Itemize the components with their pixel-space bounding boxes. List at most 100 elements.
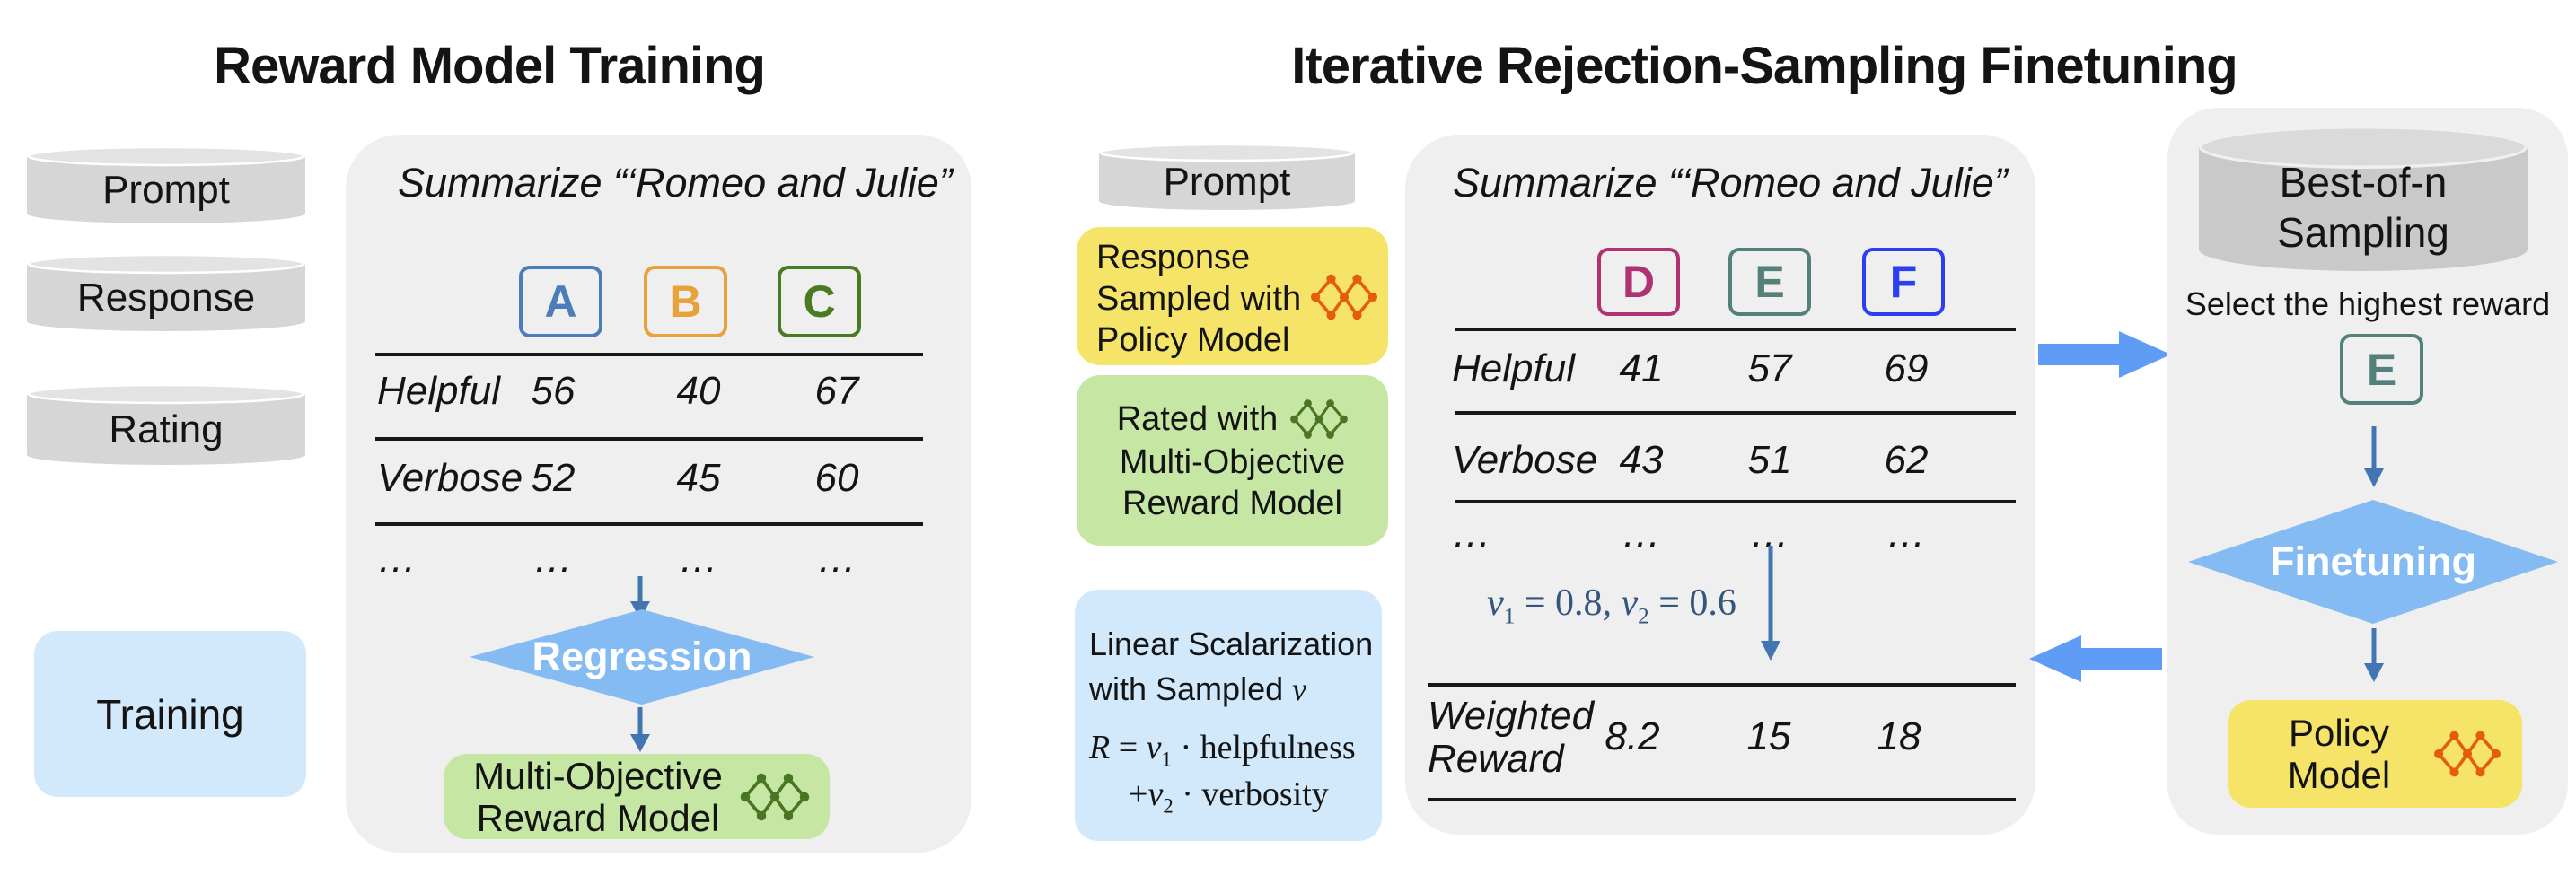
scalarization-label: Linear Scalarization with Sampled v: [1089, 626, 1374, 707]
down-arrow-icon: [2364, 628, 2384, 682]
database-label: Best-of-n Sampling: [2277, 159, 2449, 256]
cell-value: 56: [531, 369, 576, 413]
table-row: Helpful 56 40 67: [346, 369, 971, 417]
middle-panel: Summarize “‘Romeo and Julie” D E F Helpf…: [1405, 135, 2035, 835]
cell-value: …: [1886, 512, 1926, 556]
right-flow-arrow-icon: [2038, 331, 2171, 378]
database-label: Response: [76, 276, 256, 320]
table-rule: [375, 522, 923, 526]
table-rule: [375, 437, 923, 441]
table-row: Verbose 43 51 62: [1405, 438, 2035, 486]
table-row: Helpful 41 57 69: [1405, 346, 2035, 395]
prompt-example-text: Summarize “‘Romeo and Julie”: [1453, 160, 2008, 206]
table-row-ellipsis: … … … …: [1405, 512, 2035, 560]
response-a-box: A: [519, 266, 602, 337]
response-letter: D: [1622, 257, 1656, 307]
cell-value: …: [817, 537, 857, 581]
response-letter: C: [803, 276, 836, 327]
row-label: Verbose: [377, 456, 523, 500]
response-database: Response: [27, 254, 305, 331]
selected-response-box: E: [2340, 334, 2423, 405]
database-cylinder-icon: [27, 384, 305, 465]
cell-value: 15: [1746, 714, 1791, 758]
cell-value: 18: [1877, 714, 1921, 758]
select-highest-reward-text: Select the highest reward: [2185, 285, 2551, 322]
row-label: …: [1452, 512, 1491, 556]
policy-model-box: Policy Model: [2228, 700, 2522, 808]
neural-network-icon: [740, 773, 810, 820]
left-flow-arrow-icon: [2029, 635, 2162, 682]
table-rule: [1455, 411, 2016, 415]
down-arrow-icon: [630, 707, 650, 752]
database-cylinder-icon: [1099, 144, 1355, 210]
finetuning-diamond: Finetuning: [2188, 500, 2558, 624]
database-cylinder-icon: [2199, 126, 2528, 271]
best-of-n-panel: Best-of-n Sampling Select the highest re…: [2167, 108, 2568, 835]
right-title: Iterative Rejection-Sampling Finetuning: [1291, 37, 2238, 95]
prompt-database: Prompt: [27, 146, 305, 223]
rated-box-label: Rated with Multi-Objective Reward Model: [1077, 375, 1388, 524]
response-c-box: C: [778, 266, 861, 337]
response-letter: E: [1754, 257, 1785, 307]
response-letter: B: [669, 276, 702, 327]
down-arrow-icon: [1761, 546, 1780, 661]
cell-value: 67: [814, 369, 859, 413]
cell-value: 51: [1747, 438, 1792, 482]
prompt-example-text: Summarize “‘Romeo and Julie”: [398, 160, 953, 206]
cell-value: …: [533, 537, 573, 581]
table-rule: [1428, 798, 2016, 801]
cell-value: 45: [676, 456, 721, 500]
row-label: Helpful: [377, 369, 500, 413]
training-label: Training: [96, 690, 244, 738]
left-panel: Summarize “‘Romeo and Julie” A B C Helpf…: [346, 135, 971, 853]
row-label: Verbose: [1452, 438, 1598, 482]
reward-formula: R = v1 · helpfulness +v2 · verbosity: [1089, 729, 1356, 818]
cell-value: 57: [1747, 346, 1792, 390]
response-d-box: D: [1597, 248, 1680, 316]
rating-database: Rating: [27, 384, 305, 465]
table-rule: [375, 353, 923, 356]
down-arrow-icon: [2364, 426, 2384, 487]
neural-network-icon: [1290, 399, 1349, 439]
table-rule: [1455, 500, 2016, 503]
database-cylinder-icon: [27, 254, 305, 331]
diamond-label: Finetuning: [2270, 538, 2476, 584]
database-cylinder-icon: [27, 146, 305, 223]
table-rule: [1428, 683, 2016, 687]
cell-value: 62: [1884, 438, 1929, 482]
table-row: 8.2 15 18: [1405, 714, 2035, 763]
cell-value: …: [1622, 512, 1661, 556]
rated-with-box: Rated with Multi-Objective Reward Model: [1077, 375, 1388, 546]
response-e-box: E: [1728, 248, 1811, 316]
response-b-box: B: [644, 266, 727, 337]
database-label: Rating: [109, 407, 224, 451]
response-sampled-box: Response Sampled with Policy Model: [1077, 227, 1388, 365]
reward-model-label: Multi-Objective Reward Model: [473, 754, 723, 839]
multi-objective-reward-model-box: Multi-Objective Reward Model: [444, 754, 830, 839]
neural-network-icon: [1311, 274, 1377, 320]
neural-network-icon: [2434, 731, 2501, 777]
linear-scalarization-box: Linear Scalarization with Sampled v R = …: [1075, 590, 1382, 841]
training-box: Training: [34, 631, 306, 797]
cell-value: 8.2: [1605, 714, 1660, 758]
response-letter: E: [2366, 344, 2397, 395]
response-letter: F: [1889, 257, 1918, 307]
weighted-reward-label: Weighted Reward: [1428, 694, 1595, 781]
cell-value: 41: [1619, 346, 1664, 390]
database-label: Prompt: [1163, 160, 1291, 204]
sampled-box-label: Response Sampled with Policy Model: [1096, 239, 1302, 359]
cell-value: 52: [531, 456, 576, 500]
cell-value: …: [679, 537, 718, 581]
sampled-weights-text: v1 = 0.8, v2 = 0.6: [1487, 582, 1736, 629]
diamond-label: Regression: [532, 634, 752, 679]
response-letter: A: [544, 276, 577, 327]
row-label: …: [377, 537, 417, 581]
cell-value: 43: [1619, 438, 1664, 482]
table-row: Verbose 52 45 60: [346, 456, 971, 504]
regression-diamond: Regression: [470, 609, 814, 705]
row-label: Helpful: [1452, 346, 1575, 390]
response-f-box: F: [1862, 248, 1945, 316]
prompt-database-2: Prompt: [1099, 144, 1355, 210]
best-of-n-database: Best-of-n Sampling: [2199, 126, 2528, 271]
cell-value: 60: [814, 456, 859, 500]
